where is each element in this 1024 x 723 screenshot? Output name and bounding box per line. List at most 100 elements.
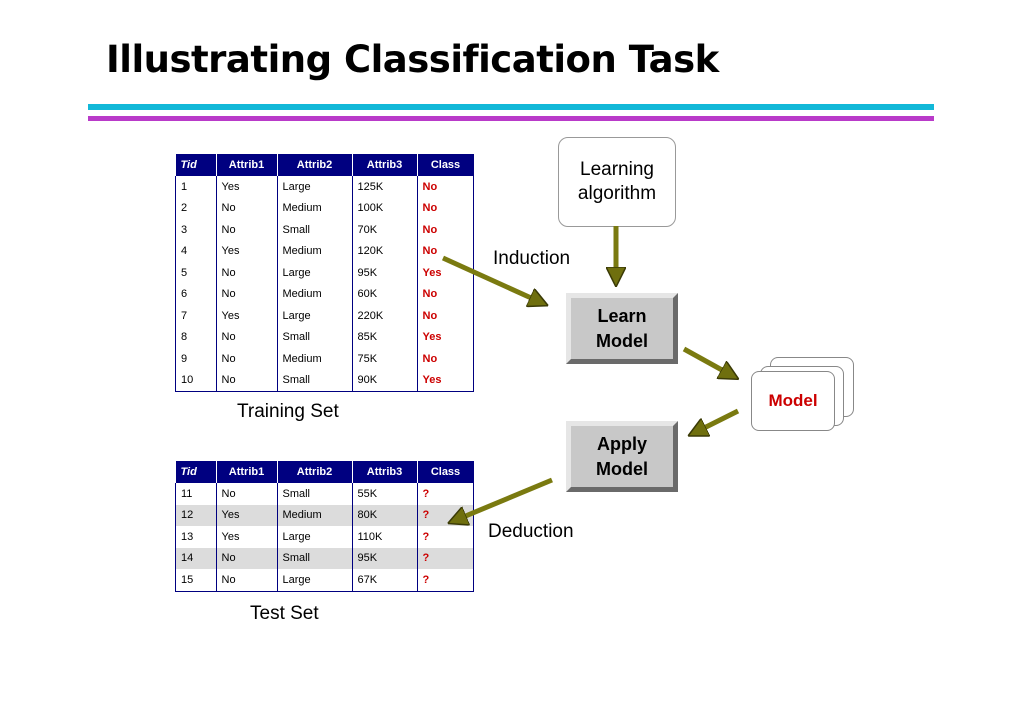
class-cell: ? — [417, 526, 474, 548]
column-header: Attrib3 — [352, 461, 418, 483]
table-cell: 2 — [175, 197, 217, 219]
table-cell: 15 — [175, 569, 217, 592]
table-cell: 95K — [352, 547, 418, 569]
title-rule-magenta — [88, 116, 934, 121]
column-header: Tid — [175, 461, 217, 483]
arrow-deduction — [456, 477, 553, 520]
model-card-front: Model — [751, 371, 835, 431]
table-cell: No — [216, 283, 278, 305]
table-cell: 85K — [352, 326, 418, 348]
test-set-caption: Test Set — [250, 603, 319, 624]
learn-model-line2: Model — [596, 330, 648, 351]
table-cell: Small — [277, 326, 353, 348]
table-cell: Medium — [277, 197, 353, 219]
table-cell: No — [216, 569, 278, 592]
class-cell: No — [417, 219, 474, 241]
model-label: Model — [768, 391, 818, 410]
arrow-induction — [441, 255, 540, 302]
column-header: Attrib3 — [352, 154, 418, 176]
column-header: Attrib2 — [277, 461, 353, 483]
table-cell: Large — [277, 262, 353, 284]
table-cell: No — [216, 483, 278, 505]
table-cell: 90K — [352, 369, 418, 392]
table-cell: Yes — [216, 305, 278, 327]
class-cell: No — [417, 240, 474, 262]
class-cell: Yes — [417, 369, 474, 392]
table-cell: Large — [277, 305, 353, 327]
table-cell: Yes — [216, 526, 278, 548]
table-cell: 95K — [352, 262, 418, 284]
table-cell: 9 — [175, 348, 217, 370]
class-cell: Yes — [417, 326, 474, 348]
column-header: Attrib1 — [216, 154, 278, 176]
column-header: Class — [417, 154, 474, 176]
class-cell: No — [417, 176, 474, 198]
class-cell: ? — [417, 483, 474, 505]
table-cell: 12 — [175, 504, 217, 526]
table-cell: 110K — [352, 526, 418, 548]
column-header: Attrib1 — [216, 461, 278, 483]
table-cell: Medium — [277, 240, 353, 262]
class-cell: No — [417, 283, 474, 305]
class-cell: ? — [417, 547, 474, 569]
table-cell: 70K — [352, 219, 418, 241]
table-cell: No — [216, 197, 278, 219]
table-cell: No — [216, 369, 278, 392]
table-cell: 120K — [352, 240, 418, 262]
table-cell: 14 — [175, 547, 217, 569]
arrow-learn-to-model — [682, 346, 731, 375]
table-cell: Yes — [216, 504, 278, 526]
table-cell: No — [216, 219, 278, 241]
table-cell: Small — [277, 547, 353, 569]
learning-algorithm-line1: Learning — [580, 159, 654, 180]
table-cell: 5 — [175, 262, 217, 284]
page-title: Illustrating Classification Task — [106, 38, 719, 81]
table-cell: No — [216, 262, 278, 284]
column-header: Attrib2 — [277, 154, 353, 176]
class-cell: No — [417, 197, 474, 219]
table-cell: Medium — [277, 283, 353, 305]
table-cell: Large — [277, 526, 353, 548]
learning-algorithm-line2: algorithm — [577, 183, 657, 204]
table-cell: 13 — [175, 526, 217, 548]
table-cell: 220K — [352, 305, 418, 327]
apply-model-box: Apply Model — [566, 421, 678, 492]
table-cell: 6 — [175, 283, 217, 305]
table-cell: 125K — [352, 176, 418, 198]
table-cell: 1 — [175, 176, 217, 198]
table-cell: Large — [277, 176, 353, 198]
table-cell: Yes — [216, 176, 278, 198]
class-cell: No — [417, 348, 474, 370]
training-set-caption: Training Set — [237, 401, 339, 422]
class-cell: No — [417, 305, 474, 327]
title-rule-cyan — [88, 104, 934, 110]
table-cell: No — [216, 348, 278, 370]
table-cell: 80K — [352, 504, 418, 526]
learning-algorithm-box: Learning algorithm — [558, 137, 676, 227]
table-cell: 100K — [352, 197, 418, 219]
table-cell: 75K — [352, 348, 418, 370]
table-cell: 7 — [175, 305, 217, 327]
column-header: Tid — [175, 154, 217, 176]
table-cell: 10 — [175, 369, 217, 392]
learn-model-line1: Learn — [597, 305, 647, 326]
table-cell: Small — [277, 483, 353, 505]
table-cell: Yes — [216, 240, 278, 262]
table-cell: 11 — [175, 483, 217, 505]
table-cell: 8 — [175, 326, 217, 348]
table-cell: 3 — [175, 219, 217, 241]
deduction-label: Deduction — [488, 521, 574, 542]
arrow-model-to-apply — [696, 408, 740, 432]
